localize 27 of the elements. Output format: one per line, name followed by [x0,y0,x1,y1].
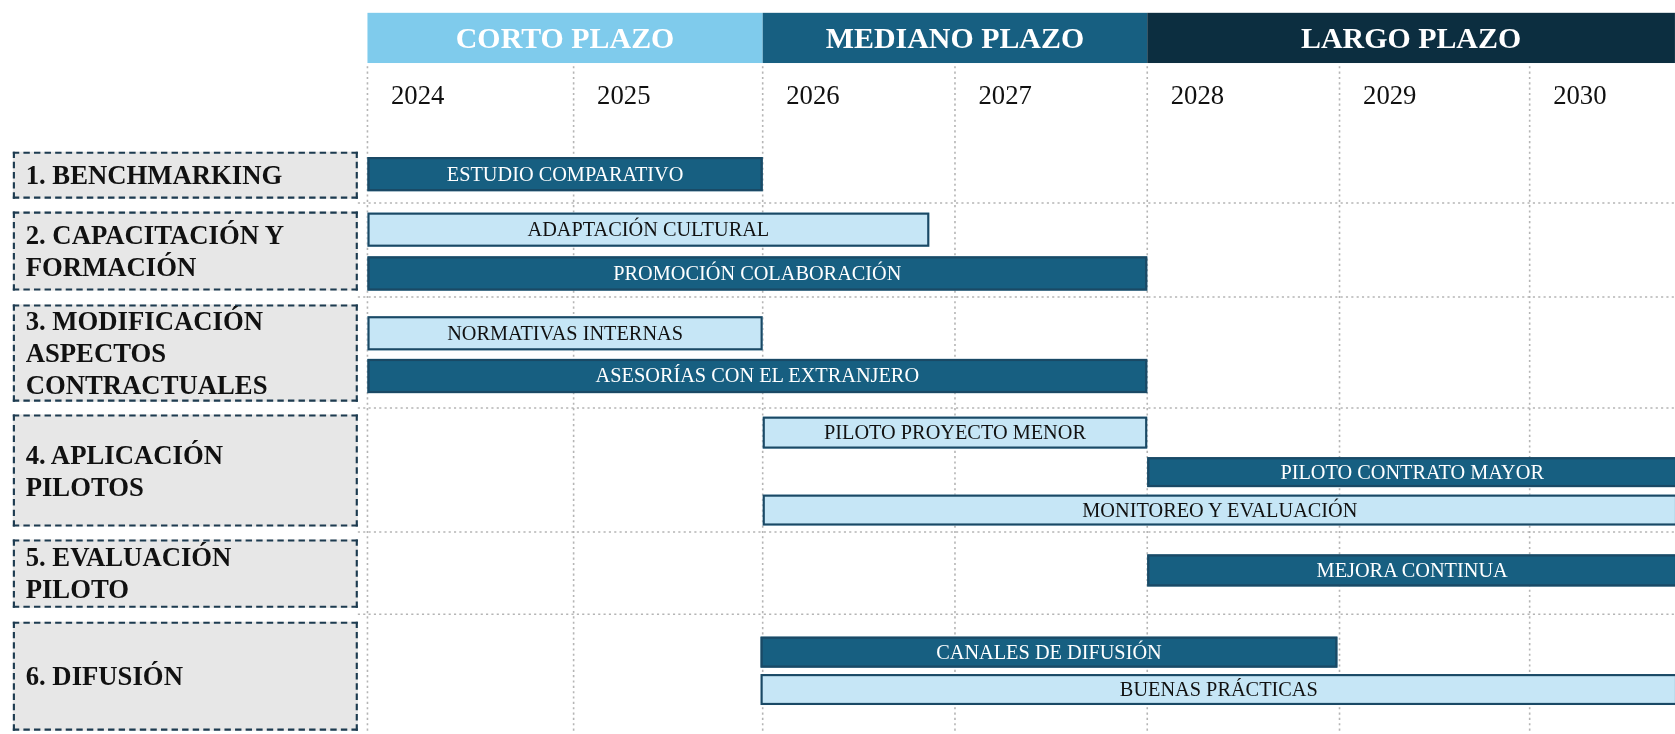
timeline-bar: PROMOCIÓN COLABORACIÓN [367,256,1148,291]
category-box: 5. EVALUACIÓN PILOTO [12,539,358,608]
year-label: 2026 [786,80,840,110]
year-label: 2029 [1363,80,1417,110]
year-label: 2024 [390,80,445,110]
period-header: CORTO PLAZO [367,12,763,63]
category-box: 6. DIFUSIÓN [12,621,358,731]
timeline-bar: MEJORA CONTINUA [1147,554,1675,587]
year-label: 2030 [1553,80,1607,110]
timeline-bar: MONITOREO Y EVALUACIÓN [762,494,1675,526]
timeline-bar: ASESORÍAS CON EL EXTRANJERO [367,358,1148,394]
timeline-bar: ESTUDIO COMPARATIVO [367,157,763,192]
category-box: 2. CAPACITACIÓN Y FORMACIÓN [12,211,358,291]
year-label: 2028 [1170,80,1225,110]
timeline-bar: BUENAS PRÁCTICAS [760,674,1675,705]
timeline-bar: ADAPTACIÓN CULTURAL [367,212,930,247]
category-box: 4. APLICACIÓN PILOTOS [12,414,358,527]
timeline-bar: PILOTO CONTRATO MAYOR [1147,457,1675,488]
timeline-bar: NORMATIVAS INTERNAS [367,316,763,351]
year-label: 2027 [978,80,1032,110]
category-box: 1. BENCHMARKING [12,151,358,199]
timeline-bar: CANALES DE DIFUSIÓN [760,636,1338,668]
timeline-bar: PILOTO PROYECTO MENOR [762,416,1148,449]
period-header: MEDIANO PLAZO [762,12,1148,63]
category-box: 3. MODIFICACIÓN ASPECTOS CONTRACTUALES [12,304,358,402]
year-label: 2025 [597,80,651,110]
period-header: LARGO PLAZO [1147,12,1675,63]
